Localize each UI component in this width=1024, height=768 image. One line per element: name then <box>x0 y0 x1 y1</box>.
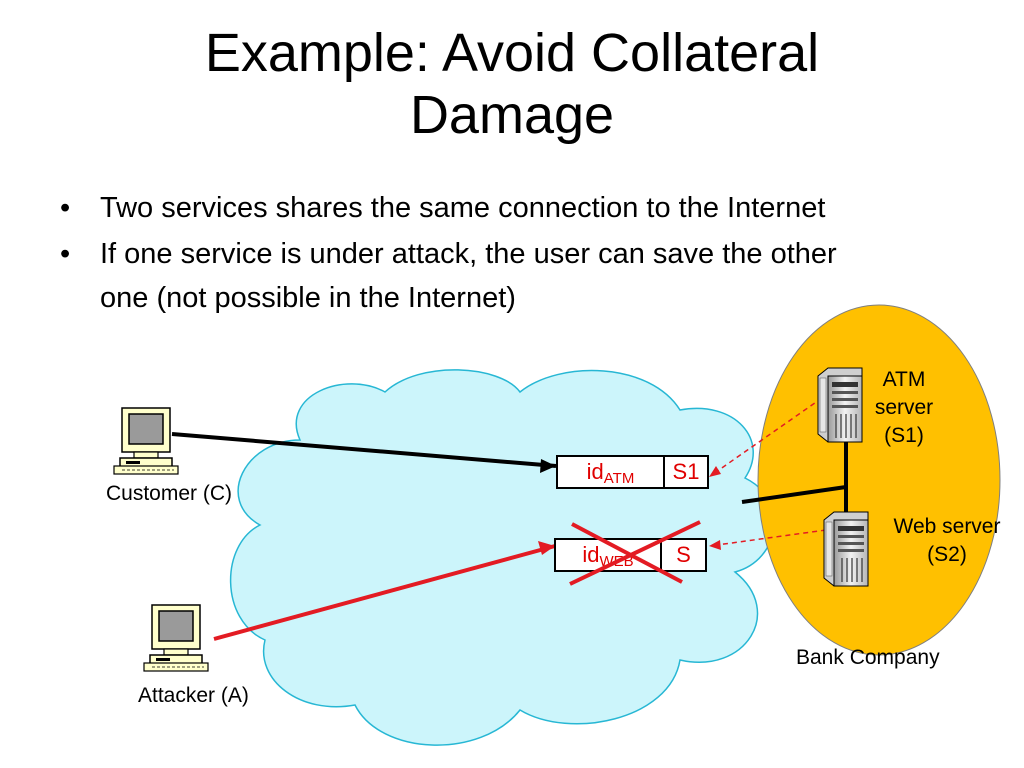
slide-title: Example: Avoid Collateral Damage <box>0 22 1024 146</box>
title-line-1: Example: Avoid Collateral <box>204 23 820 83</box>
web-server-label: Web server (S2) <box>880 513 1014 569</box>
atm-dashed-arrowhead <box>709 466 721 477</box>
atm-server-icon <box>817 367 863 443</box>
attacker-computer-icon <box>143 604 209 672</box>
attacker-label: Attacker (A) <box>138 684 249 707</box>
customer-computer-icon <box>113 407 179 475</box>
web-dashed-arrow <box>716 529 827 546</box>
web-dashed-arrowhead <box>709 540 721 550</box>
packet-web-dest: S <box>676 542 691 567</box>
customer-arrowhead <box>540 459 556 473</box>
title-line-2: Damage <box>409 85 615 145</box>
attacker-arrowhead <box>538 541 555 555</box>
packet-atm-id-sub: ATM <box>603 469 635 487</box>
bank-company-area <box>757 304 1001 656</box>
atm-dashed-arrow <box>715 397 823 473</box>
bullet-item: • If one service is under attack, the us… <box>60 232 1000 320</box>
bullet-text: If one service is under attack, the user… <box>100 238 837 314</box>
atm-server-label: ATM server (S1) <box>866 366 942 450</box>
bank-uplink <box>741 485 847 504</box>
web-server-label-line1: Web server <box>893 515 1001 538</box>
atm-server-label-line1: ATM <box>882 368 926 391</box>
attacker-link <box>213 544 556 641</box>
web-server-label-line2: (S2) <box>927 543 967 566</box>
customer-label: Customer (C) <box>106 482 233 505</box>
atm-server-label-line3: (S1) <box>884 424 924 447</box>
web-server-icon <box>823 511 869 587</box>
packet-web-id-text: id <box>582 542 600 567</box>
packet-atm-dest: S1 <box>672 459 700 484</box>
bullet-list: • Two services shares the same connectio… <box>60 186 1000 320</box>
packet-web-id-sub: WEB <box>599 552 634 570</box>
bullet-item: • Two services shares the same connectio… <box>60 186 1000 230</box>
packet-atm-id-text: id <box>586 459 604 484</box>
bullet-marker: • <box>60 192 71 224</box>
customer-link <box>171 432 557 468</box>
bullet-marker: • <box>60 238 71 270</box>
bullet-text: Two services shares the same connection … <box>100 192 826 224</box>
atm-server-label-line2: server <box>874 396 934 419</box>
bank-company-label: Bank Company <box>796 646 940 669</box>
